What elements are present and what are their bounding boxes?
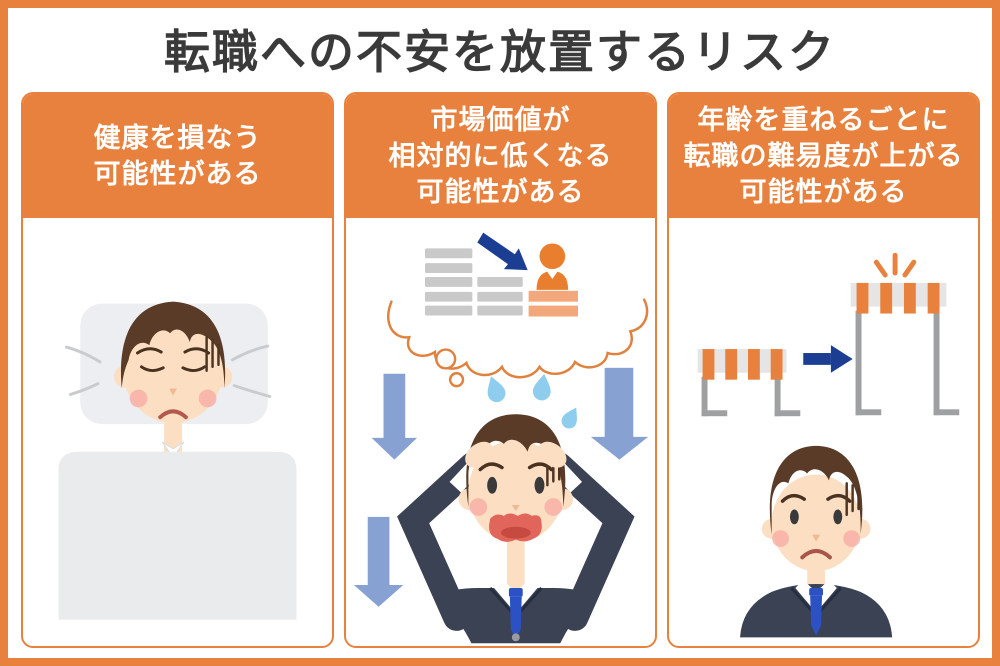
- tie: [509, 596, 522, 641]
- sleeping-man-illustration: [58, 301, 297, 620]
- content-area: 転職への不安を放置するリスク 健康を損なう 可能性がある: [8, 8, 992, 658]
- diagonal-arrow-icon: [477, 232, 528, 271]
- tie: [810, 595, 823, 636]
- panel-health-risk: 健康を損なう 可能性がある: [21, 92, 334, 648]
- button: [511, 633, 520, 642]
- hair: [466, 414, 566, 508]
- heading-line: 可能性がある: [93, 159, 262, 189]
- nose: [812, 534, 821, 542]
- cuff: [449, 460, 482, 493]
- nose: [169, 388, 178, 396]
- heading-line: 転職の難易度が上がる: [683, 141, 964, 171]
- bubble-trail-circle: [448, 372, 465, 388]
- blanket: [58, 451, 297, 620]
- sweat-drop-icon: [487, 373, 577, 429]
- panel-market-body: [346, 218, 655, 646]
- heading-line: 可能性がある: [416, 177, 585, 207]
- heading-line: 健康を損なう: [93, 123, 262, 153]
- panel-market-heading: 市場価値が 相対的に低くなる 可能性がある: [346, 94, 655, 218]
- sleeping-man-head: [113, 301, 233, 456]
- mouth-inner: [500, 526, 531, 539]
- thought-bubble-icon: [386, 298, 649, 379]
- heading-line: 相対的に低くなる: [388, 141, 613, 171]
- cheek: [772, 530, 789, 548]
- hurdle-illustration: [697, 252, 960, 638]
- eye: [789, 509, 799, 525]
- page-title: 転職への不安を放置するリスク: [164, 26, 836, 78]
- stressed-man: [397, 414, 635, 644]
- bubble-trail-circle: [435, 348, 457, 370]
- right-arrow-icon: [803, 345, 853, 373]
- tie-knot: [508, 587, 523, 597]
- cheek: [544, 498, 563, 516]
- panel-health-heading: 健康を損なう 可能性がある: [23, 94, 332, 218]
- hair: [120, 301, 226, 389]
- eye: [833, 509, 843, 525]
- frown-mouth: [158, 409, 188, 420]
- panel-age-body: [669, 218, 978, 646]
- worried-brows: [780, 493, 852, 503]
- down-arrow-icon: [353, 367, 649, 607]
- sad-man: [740, 445, 893, 638]
- panels-row: 健康を損なう 可能性がある: [21, 92, 980, 648]
- eye: [487, 476, 498, 494]
- stress-lines-icon: [205, 335, 220, 373]
- panel-market-value-risk: 市場価値が 相対的に低くなる 可能性がある: [344, 92, 657, 648]
- hand: [538, 441, 567, 468]
- frown-mouth: [800, 548, 832, 560]
- worried-brows: [478, 462, 554, 472]
- neck: [506, 534, 525, 592]
- panel-age-difficulty-risk: 年齢を重ねるごとに 転職の難易度が上がる 可能性がある: [667, 92, 980, 648]
- heading-line: 年齢を重ねるごとに: [697, 105, 950, 135]
- nose: [511, 505, 520, 511]
- candidate-list-bars: [424, 248, 523, 316]
- small-hurdle-icon: [697, 349, 801, 417]
- stress-lines-icon: [845, 482, 860, 517]
- rival-person-icon: [528, 243, 578, 317]
- closed-eyes: [136, 347, 211, 373]
- tall-hurdle-icon: [850, 282, 960, 416]
- heading-line: 市場価値が: [430, 105, 571, 135]
- panel-health-body: [23, 218, 332, 646]
- heading-line: 可能性がある: [739, 177, 908, 207]
- tie-knot: [809, 587, 824, 596]
- face: [771, 474, 861, 572]
- hand: [465, 441, 494, 468]
- stressed-man-illustration: [353, 232, 649, 644]
- cheek: [198, 389, 217, 408]
- emphasis-marks-icon: [873, 252, 917, 278]
- cheek: [129, 389, 148, 408]
- panel-age-heading: 年齢を重ねるごとに 転職の難易度が上がる 可能性がある: [669, 94, 978, 218]
- cheek: [843, 530, 861, 548]
- hair: [769, 445, 863, 535]
- eye: [534, 476, 545, 494]
- cheek: [469, 498, 488, 516]
